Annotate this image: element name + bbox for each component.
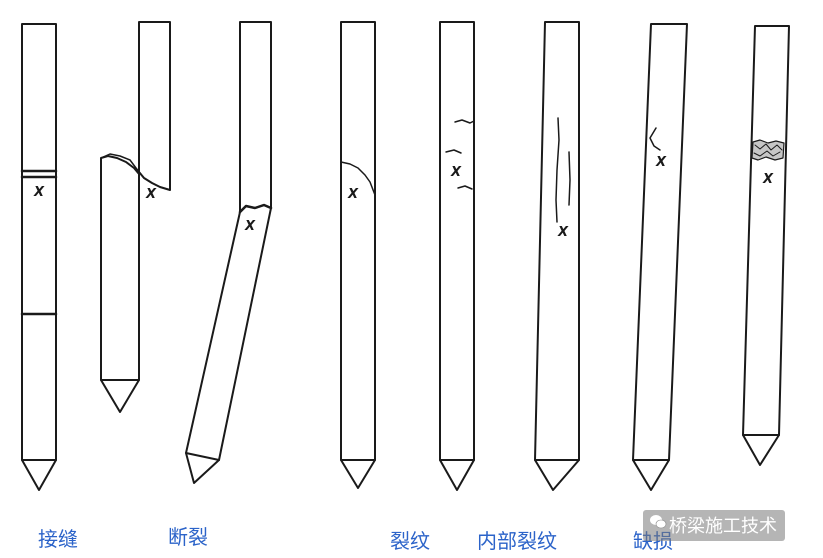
pile-mark: X [145, 187, 157, 202]
pile-mark: X [244, 219, 256, 234]
pile-mark: X [450, 165, 462, 180]
pile-mark: X [347, 187, 359, 202]
label-fracture: 断裂 [168, 525, 208, 549]
pile-mark: X [762, 172, 774, 187]
watermark-text: 桥梁施工技术 [669, 516, 777, 537]
pile-internal-crack-b: X [534, 21, 580, 491]
label-joint: 接缝 [38, 527, 78, 551]
pile-joint: X [20, 23, 58, 491]
pile-mark: X [33, 185, 45, 200]
label-internal-crack: 内部裂纹 [477, 529, 557, 553]
pile-mark: X [655, 155, 667, 170]
wechat-icon [650, 515, 667, 529]
pile-mark: X [557, 225, 569, 240]
pile-internal-crack-a: X [439, 21, 475, 491]
pile-fracture-tilted: X [185, 21, 273, 484]
pile-crack: X [340, 21, 376, 489]
watermark: 桥梁施工技术 [643, 510, 785, 541]
label-crack: 裂纹 [390, 529, 430, 553]
pile-fracture-offset: X [100, 21, 171, 413]
pile-honeycomb: X [742, 25, 790, 466]
pile-defect: X [632, 23, 688, 491]
